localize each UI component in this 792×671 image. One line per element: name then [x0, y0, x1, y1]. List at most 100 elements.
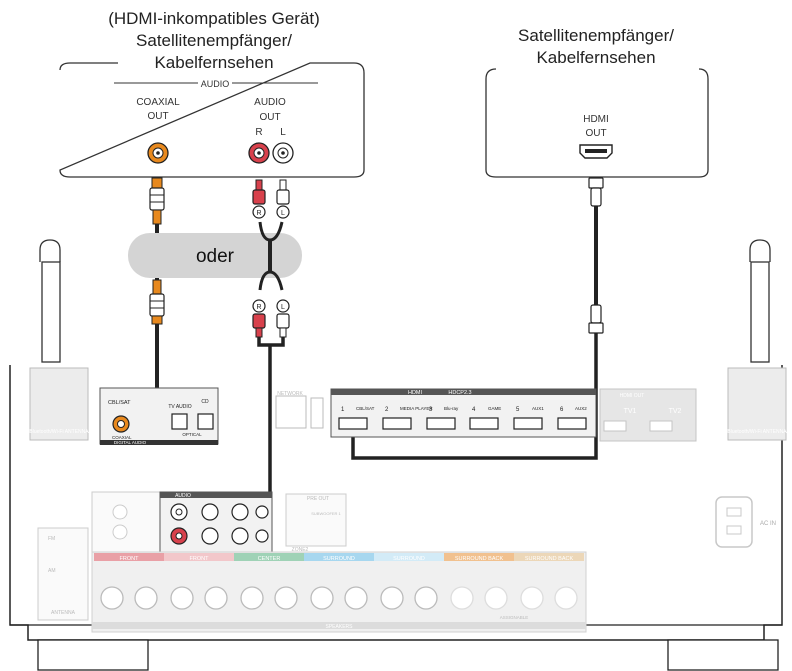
hdmi-in-number: 1	[341, 407, 345, 413]
hdmi-in-port-1	[338, 417, 368, 430]
hdmi-in-label: AUX1	[532, 406, 544, 411]
speaker-terminal-icon	[204, 586, 228, 610]
plug-l-top-label: L	[281, 210, 285, 217]
cables: oder R L R L	[128, 177, 604, 547]
am-label: AM	[48, 568, 56, 574]
speaker-terminal-icon	[554, 586, 578, 610]
rca-plug-r-bottom-icon: R	[252, 299, 266, 338]
coaxial-jack-icon	[147, 142, 169, 164]
audio-out-label: AUDIO	[254, 97, 286, 108]
speaker-terminal-icon	[170, 586, 194, 610]
speaker-group-label: CENTER	[258, 556, 281, 562]
digital-audio-bar	[100, 440, 218, 445]
rca-plug-l-top-icon: L	[276, 179, 290, 219]
speakers-label: SPEAKERS	[326, 624, 354, 630]
network-port-icon	[275, 395, 307, 429]
hdmi-in-label: AUX2	[575, 406, 587, 411]
hdmi-out-tv2: TV2	[669, 408, 682, 415]
hdmi-in-port-3	[426, 417, 456, 430]
coaxial-label: COAXIAL	[136, 97, 180, 108]
speaker-group-label: SURROUND	[393, 556, 425, 562]
receiver-foot-right	[667, 639, 779, 671]
speaker-group-label: SURROUND BACK	[455, 556, 504, 562]
speaker-group-label: FRONT	[190, 556, 210, 562]
speaker-terminal-icon	[240, 586, 264, 610]
analog-audio-label: AUDIO	[175, 493, 191, 499]
l-label: L	[280, 127, 286, 138]
hdmi-in-port-4	[469, 417, 499, 430]
speaker-bar-front	[94, 553, 164, 561]
hdmi-in-number: 6	[560, 407, 564, 413]
fm-label: FM	[48, 536, 55, 542]
coaxial-out-label: OUT	[147, 111, 168, 122]
audio-out-label-2: OUT	[259, 112, 280, 123]
rca-cable-lower	[258, 270, 284, 291]
speaker-terminal-icon	[100, 586, 124, 610]
usb-port-icon	[310, 397, 324, 429]
digital-coaxial-jack-icon	[112, 415, 130, 433]
receiver-foot-left	[37, 639, 149, 671]
hdmi-port-icon	[579, 144, 613, 159]
left-device-title-2: Satellitenempfänger/	[136, 31, 292, 50]
right-device-title-2: Kabelfernsehen	[536, 48, 655, 67]
analog-audio-bar	[160, 492, 272, 498]
hdmi-in-labels: CBL/SAT MEDIA PLAYER Blu-ray GAME AUX1 A…	[356, 406, 587, 411]
hdmi-out-label: HDMI OUT	[620, 393, 645, 399]
zone2-label: ZONE2	[292, 547, 309, 553]
hdmi-out-label: OUT	[585, 128, 606, 139]
rca-plug-l-bottom-icon: L	[276, 299, 290, 338]
antenna-base-left-label: Bluetooth/Wi-Fi ANTENNA	[29, 429, 89, 435]
analog-jack-icon	[231, 527, 249, 545]
analog-jack-icon	[255, 529, 269, 543]
hdmi-in-bar	[331, 389, 596, 395]
analog-jack-icon	[255, 505, 269, 519]
hdmi-plug-top-icon	[588, 177, 604, 207]
fm-am-panel	[37, 527, 89, 621]
hdmi-plug-bottom-icon	[588, 304, 604, 334]
speaker-group-label: SURROUND BACK	[525, 556, 574, 562]
speaker-terminal-icon	[310, 586, 334, 610]
hdmi-in-ports	[338, 417, 587, 430]
optical-port-2-icon	[197, 413, 214, 430]
antenna-base-right	[727, 367, 787, 441]
hdmi-in-label: MEDIA PLAYER	[400, 406, 433, 411]
left-device-frame	[59, 62, 365, 178]
analog-jack-icon	[231, 503, 249, 521]
analog-jacks	[170, 503, 269, 545]
rca-plug-r-top-icon: R	[252, 179, 266, 219]
speaker-terminal-icon	[414, 586, 438, 610]
antenna-base-right-label: Bluetooth/Wi-Fi ANTENNA	[727, 429, 787, 435]
speaker-bar-surround-2	[374, 553, 444, 561]
speaker-bar-surround	[304, 553, 374, 561]
subwoofer-label: SUBWOOFER 1	[311, 511, 341, 516]
optical-port-1-icon	[171, 413, 188, 430]
speaker-terminal-icon	[450, 586, 474, 610]
hdmi-in-hdcp: HDCP2.3	[448, 390, 471, 396]
plug-r-top-label: R	[256, 210, 261, 217]
hdmi-in-label: CBL/SAT	[356, 406, 375, 411]
hdmi-in-label: GAME	[488, 406, 501, 411]
hdmi-in-number: 3	[429, 407, 433, 413]
right-device-frame	[485, 68, 709, 178]
network-label: NETWORK	[277, 391, 303, 397]
hdmi-in-number: 4	[472, 407, 476, 413]
hdmi-in-numbers: 1 2 3 4 5 6	[341, 407, 564, 413]
left-device: (HDMI-inkompatibles Gerät) Satellitenemp…	[59, 9, 365, 178]
speaker-group-labels: FRONT FRONT CENTER SURROUND SURROUND SUR…	[120, 556, 574, 562]
hdmi-out-tv1-port	[603, 420, 627, 432]
hdmi-in-port-5	[513, 417, 543, 430]
faded-jack-icon	[112, 504, 128, 520]
speakers-bar	[92, 622, 586, 629]
pre-out-label: PRE OUT	[307, 496, 329, 502]
antenna-base-left	[29, 367, 89, 441]
speaker-terminal-icon	[380, 586, 404, 610]
analog-jack-icon	[201, 503, 219, 521]
hdmi-out-panel	[599, 388, 697, 442]
coaxial-plug-top-icon	[149, 177, 165, 225]
receiver: Bluetooth/Wi-Fi ANTENNA Bluetooth/Wi-Fi …	[9, 239, 787, 671]
ac-in-socket-icon	[715, 496, 753, 548]
speaker-terminals	[100, 586, 578, 610]
audio-group-label: AUDIO	[201, 79, 230, 89]
speaker-terminal-icon	[484, 586, 508, 610]
hdmi-in-port-6	[557, 417, 587, 430]
